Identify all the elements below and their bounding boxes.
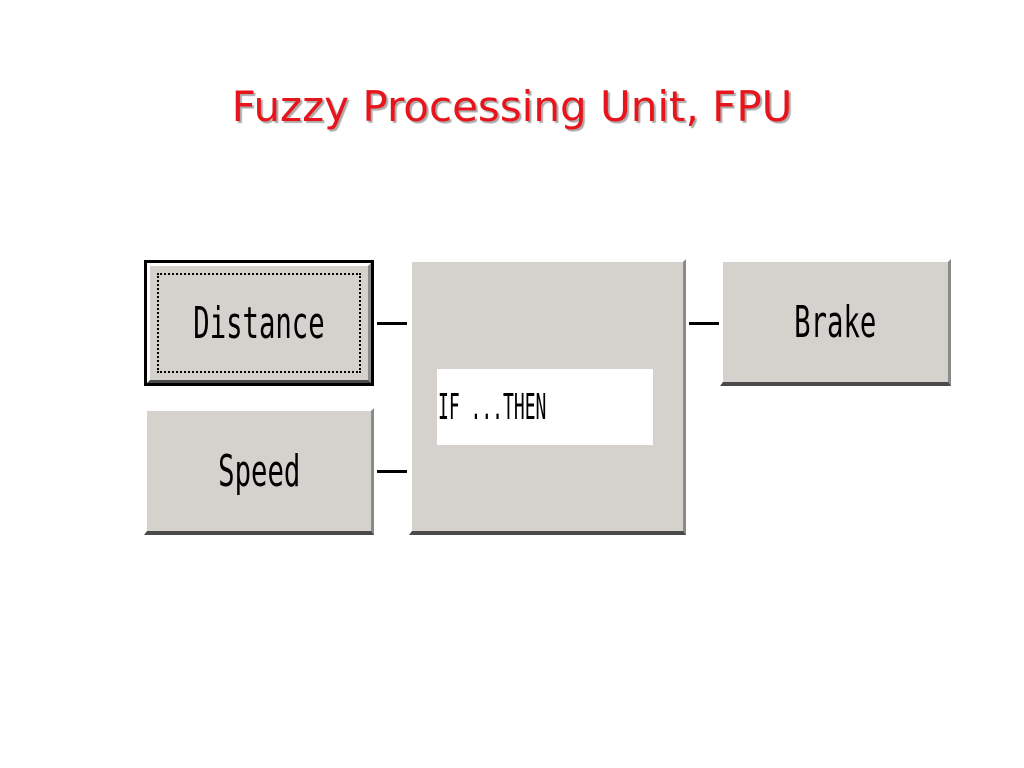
- connector-processor-to-brake: [689, 322, 719, 325]
- speed-button[interactable]: Speed: [144, 408, 374, 535]
- brake-button[interactable]: Brake: [720, 259, 951, 386]
- focus-rectangle: Distance: [157, 273, 361, 373]
- speed-button-label: Speed: [217, 445, 301, 497]
- brake-button-label: Brake: [794, 296, 877, 348]
- rule-text-field[interactable]: IF ...THEN: [437, 369, 653, 445]
- connector-speed-to-processor: [377, 470, 407, 473]
- distance-button-face: Distance: [147, 263, 371, 383]
- slide-title: Fuzzy Processing Unit, FPU: [231, 82, 793, 131]
- distance-button-label: Distance: [193, 297, 325, 349]
- connector-distance-to-processor: [377, 322, 407, 325]
- distance-button[interactable]: Distance: [144, 260, 374, 386]
- rule-text: IF ...THEN: [438, 386, 547, 428]
